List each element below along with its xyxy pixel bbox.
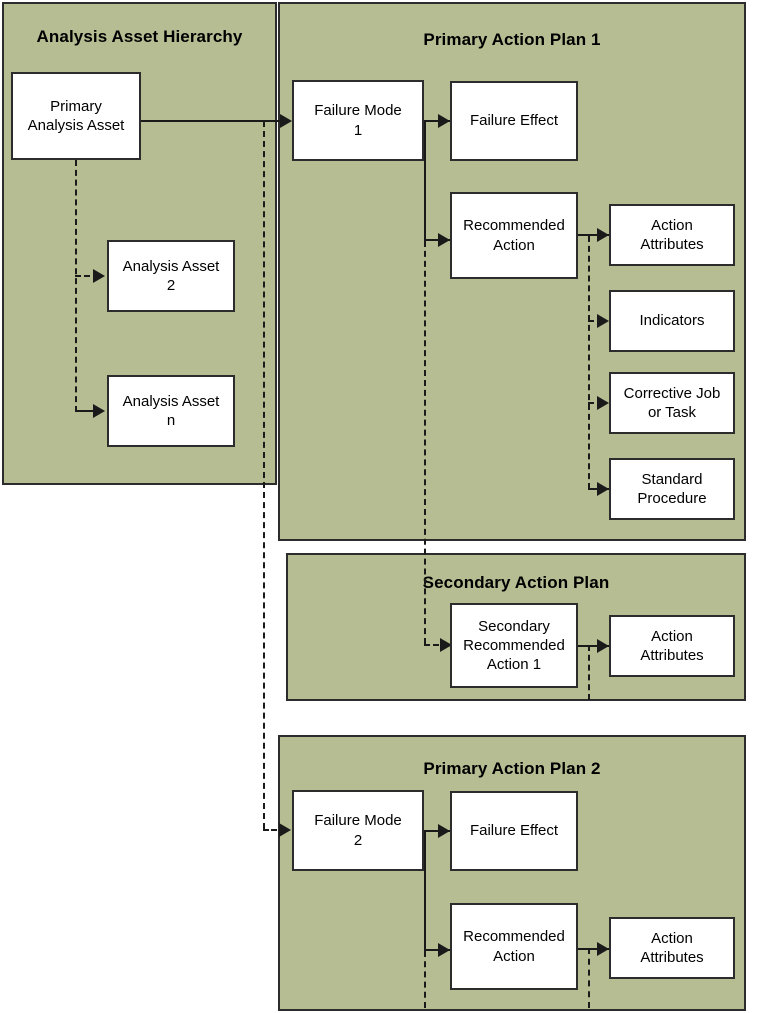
node-sra-line1: Secondary: [478, 617, 550, 635]
connector-ra1-right-column-trunk: [588, 236, 590, 489]
node-failure-mode-2[interactable]: Failure Mode 2: [292, 790, 424, 871]
arrowhead-secondary-recommended-action-in: [440, 638, 452, 652]
node-analysis-asset-n-line2: n: [166, 412, 176, 429]
arrowhead-failure-mode-1-in: [280, 114, 292, 128]
node-analysis-asset-n[interactable]: Analysis Asset n: [107, 375, 235, 447]
node-analysis-asset-n-line1: Analysis Asset: [122, 392, 220, 410]
node-failure-mode-2-line1: Failure Mode: [314, 812, 402, 830]
connector-sra-right-trunk: [588, 645, 590, 700]
node-standard-procedure[interactable]: Standard Procedure: [609, 458, 735, 520]
connector-trunk-to-corrective-job: [588, 402, 604, 404]
node-corrective-job-line1: Corrective Job: [623, 384, 721, 402]
node-sra-line3: Action 1: [486, 656, 542, 674]
connector-asset-to-action-plans-trunk: [263, 121, 265, 829]
node-aas-line2: Attributes: [640, 647, 704, 664]
connector-trunk-to-asset-n: [75, 410, 99, 412]
node-analysis-asset-2-line2: 2: [166, 277, 176, 294]
arrowhead-analysis-asset-n-in: [93, 404, 105, 418]
arrowhead-action-attributes-1-in: [597, 228, 609, 242]
node-failure-effect-2[interactable]: Failure Effect: [450, 791, 578, 871]
panel-title-secondary-action-plan: Secondary Action Plan: [422, 573, 610, 592]
node-failure-effect-1[interactable]: Failure Effect: [450, 81, 578, 161]
node-failure-mode-1-line1: Failure Mode: [314, 102, 402, 120]
arrowhead-corrective-job-in: [597, 396, 609, 410]
arrowhead-analysis-asset-2-in: [93, 269, 105, 283]
arrowhead-failure-effect-1-in: [438, 114, 450, 128]
connector-trunk-to-indicators: [588, 320, 604, 322]
node-recommended-action-1-line2: Action: [493, 236, 535, 254]
node-sra-line2: Recommended: [463, 636, 565, 654]
node-action-attributes-1-line2: Attributes: [640, 236, 704, 253]
node-standard-procedure-line2: Procedure: [637, 490, 707, 507]
node-failure-mode-2-line2: 2: [353, 831, 363, 849]
connector-fm2-branch-trunk: [424, 830, 426, 950]
node-indicators[interactable]: Indicators: [609, 290, 735, 352]
node-recommended-action-1-line1: Recommended: [463, 217, 565, 235]
panel-title-primary-action-plan-2: Primary Action Plan 2: [423, 759, 601, 778]
connector-trunk-to-failure-mode-2: [263, 829, 285, 831]
connector-primary-asset-to-failure-mode-1: [140, 120, 287, 122]
connector-trunk-to-secondary-recommended-action: [424, 644, 448, 646]
node-analysis-asset-2-line1: Analysis Asset: [122, 257, 220, 275]
arrowhead-indicators-in: [597, 314, 609, 328]
node-failure-effect-1-label: Failure Effect: [469, 112, 559, 130]
connector-fm1-branch-trunk: [424, 120, 426, 240]
node-indicators-label: Indicators: [639, 312, 705, 330]
node-recommended-action-1[interactable]: Recommended Action: [450, 192, 578, 279]
connector-ra2-right-trunk: [588, 948, 590, 1008]
node-recommended-action-2-line2: Action: [493, 947, 535, 965]
node-action-attributes-1-line1: Action: [651, 216, 693, 234]
connector-sra-to-action-attributes: [578, 645, 610, 647]
node-primary-analysis-asset[interactable]: Primary Analysis Asset: [11, 72, 141, 160]
arrowhead-recommended-action-1-in: [438, 233, 450, 247]
node-failure-mode-1[interactable]: Failure Mode 1: [292, 80, 424, 161]
node-action-attributes-1[interactable]: Action Attributes: [609, 204, 735, 266]
connector-fm1-to-secondary-plan-trunk: [424, 241, 426, 644]
node-secondary-recommended-action-1[interactable]: Secondary Recommended Action 1: [450, 603, 578, 688]
connector-ra2-to-action-attributes: [578, 948, 610, 950]
arrowhead-standard-procedure-in: [597, 482, 609, 496]
node-action-attributes-2-line1: Action: [651, 929, 693, 947]
arrowhead-recommended-action-2-in: [438, 943, 450, 957]
arrowhead-action-attributes-secondary-in: [597, 639, 609, 653]
node-standard-procedure-line1: Standard: [641, 470, 703, 488]
node-corrective-job-line2: or Task: [647, 404, 697, 421]
node-primary-analysis-asset-line1: Primary: [50, 97, 102, 115]
panel-title-analysis-asset-hierarchy: Analysis Asset Hierarchy: [36, 27, 243, 46]
node-action-attributes-2[interactable]: Action Attributes: [609, 917, 735, 979]
connector-fm1-to-recommended-action: [424, 239, 450, 241]
node-aas-line1: Action: [651, 627, 693, 645]
node-corrective-job-or-task[interactable]: Corrective Job or Task: [609, 372, 735, 434]
node-analysis-asset-2[interactable]: Analysis Asset 2: [107, 240, 235, 312]
node-recommended-action-2[interactable]: Recommended Action: [450, 903, 578, 990]
arrowhead-failure-effect-2-in: [438, 824, 450, 838]
connector-fm2-to-recommended-action: [424, 949, 450, 951]
node-recommended-action-2-line1: Recommended: [463, 928, 565, 946]
connector-fm2-to-failure-effect: [424, 830, 450, 832]
node-action-attributes-secondary[interactable]: Action Attributes: [609, 615, 735, 677]
panel-title-primary-action-plan-1: Primary Action Plan 1: [423, 30, 601, 49]
node-failure-effect-2-label: Failure Effect: [469, 822, 559, 840]
connector-fm2-trunk-continuation: [424, 951, 426, 1008]
arrowhead-action-attributes-2-in: [597, 942, 609, 956]
connector-asset-hierarchy-trunk: [75, 160, 77, 412]
connector-fm1-to-failure-effect: [424, 120, 450, 122]
node-primary-analysis-asset-line2: Analysis Asset: [27, 117, 125, 134]
node-action-attributes-2-line2: Attributes: [640, 949, 704, 966]
connector-trunk-to-asset-2: [75, 275, 99, 277]
connector-ra1-to-action-attributes: [578, 234, 610, 236]
node-failure-mode-1-line2: 1: [353, 121, 363, 139]
arrowhead-failure-mode-2-in: [279, 823, 291, 837]
